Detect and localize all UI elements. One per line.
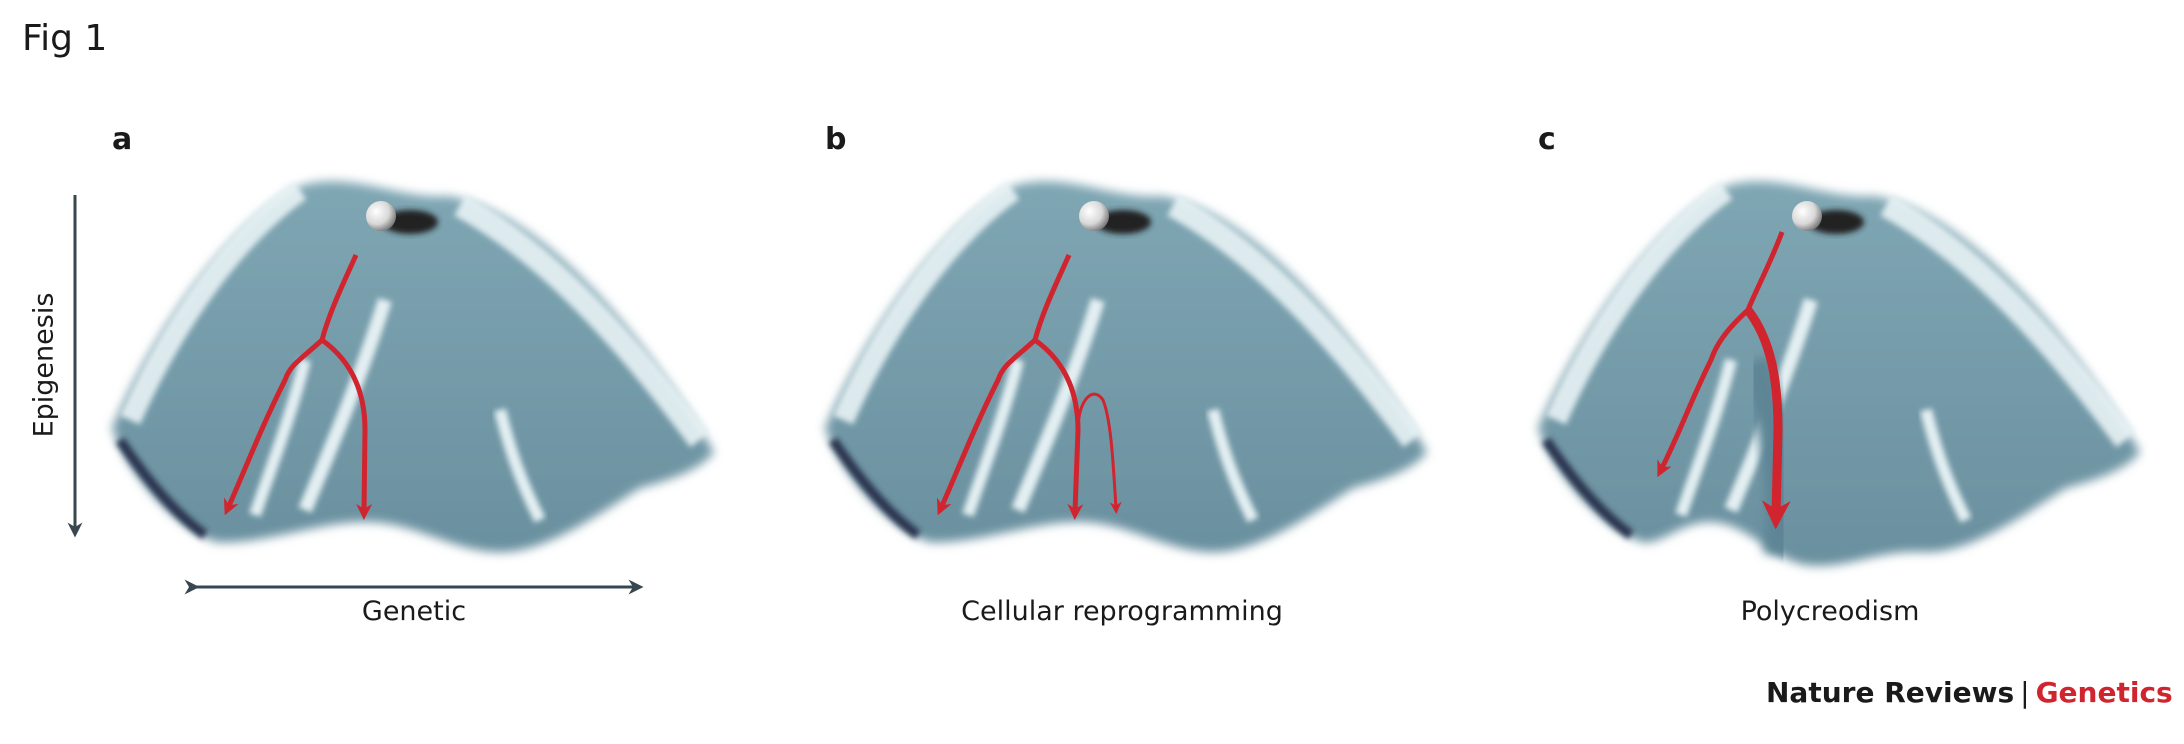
ball-icon	[366, 201, 396, 231]
landscape-panel-a	[67, 181, 714, 595]
figure-title: Fig 1	[22, 18, 108, 59]
genetic-axis-label: Genetic	[361, 596, 467, 627]
ball-icon	[1079, 201, 1109, 231]
dominant-trajectory-arrow	[1744, 307, 1791, 530]
brand-separator: |	[2020, 676, 2030, 709]
journal-branding: Nature Reviews|Genetics	[1766, 676, 2173, 709]
panel-label-a: a	[112, 122, 133, 157]
landscape-panel-c	[1538, 181, 2140, 566]
trajectory-arrows	[223, 253, 373, 520]
epigenesis-axis-label: Epigenesis	[28, 292, 60, 438]
reprogramming-arrow	[1076, 392, 1122, 514]
caption-polycreodism: Polycreodism	[1740, 596, 1920, 627]
landscape-panel-b	[825, 181, 1427, 553]
trajectory-arrows	[1657, 231, 1791, 530]
journal-name: Nature Reviews	[1766, 676, 2015, 709]
panel-label-b: b	[825, 122, 847, 157]
trajectory-arrows	[936, 253, 1122, 520]
caption-cellular-reprogramming: Cellular reprogramming	[961, 596, 1283, 627]
panel-label-c: c	[1538, 122, 1556, 157]
ball-icon	[1792, 201, 1822, 231]
journal-section: Genetics	[2035, 676, 2173, 709]
